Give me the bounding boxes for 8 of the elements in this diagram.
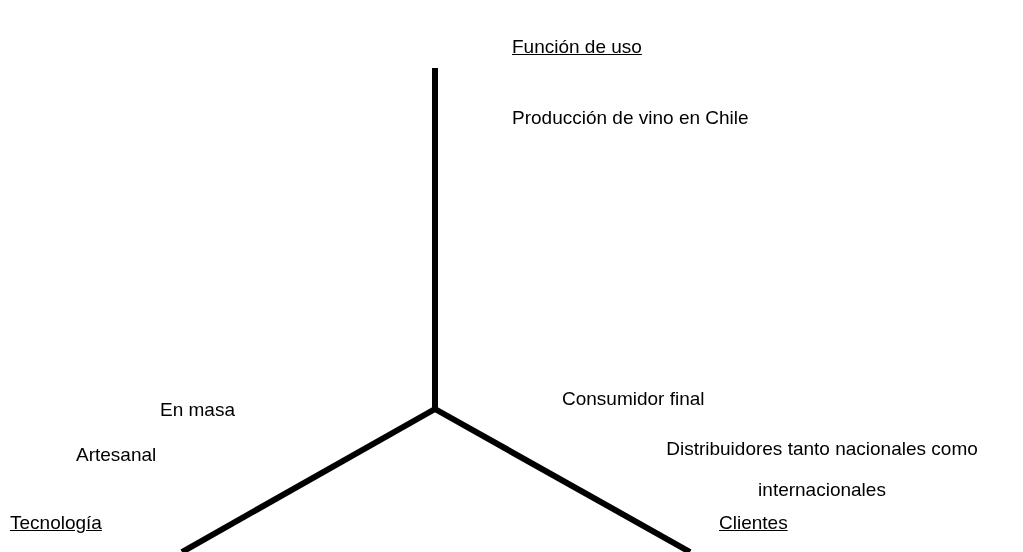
axis-title: Tecnología bbox=[10, 511, 102, 535]
axis-item: En masa bbox=[160, 398, 235, 422]
axis-title: Clientes bbox=[719, 511, 788, 535]
axis-item: Consumidor final bbox=[562, 387, 705, 411]
axis-title: Función de uso bbox=[512, 35, 642, 59]
axis-item: Artesanal bbox=[76, 443, 157, 467]
axis-item: Producción de vino en Chile bbox=[512, 106, 749, 130]
axis-item: Distribuidores tanto nacionales como internacionales bbox=[665, 437, 979, 502]
